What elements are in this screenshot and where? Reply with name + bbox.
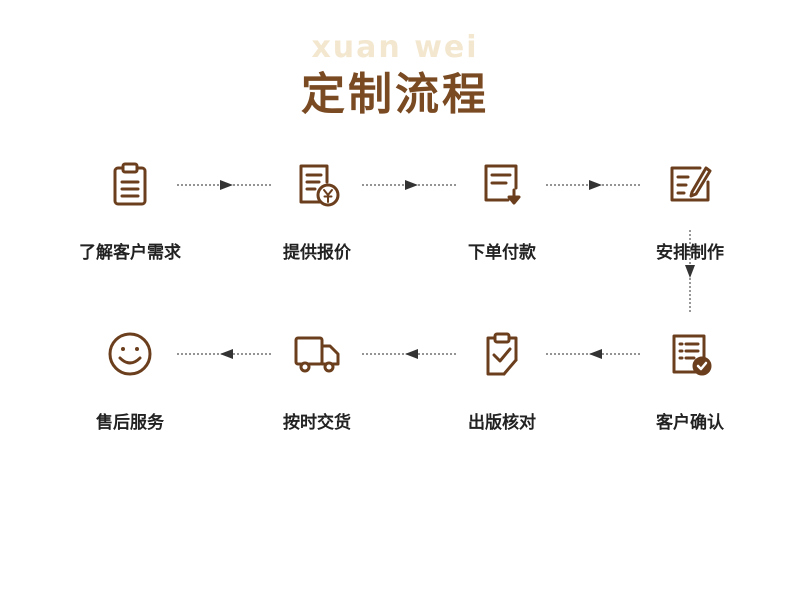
step-label: 按时交货	[283, 413, 351, 433]
step-label: 售后服务	[96, 413, 164, 433]
step-label: 提供报价	[283, 243, 351, 263]
flow-arrow-right	[362, 179, 457, 191]
flow-arrow-left	[177, 348, 272, 360]
flow-arrow-right	[546, 179, 641, 191]
checklist-approved-icon	[666, 330, 714, 378]
smiley-face-icon	[106, 330, 154, 378]
order-download-icon	[478, 160, 526, 208]
flow-arrow-down	[684, 230, 696, 312]
step-label: 出版核对	[468, 413, 536, 433]
watermark: xuan wei	[311, 30, 479, 65]
delivery-truck-icon	[293, 330, 341, 378]
step-label: 客户确认	[656, 413, 724, 433]
edit-document-icon	[666, 160, 714, 208]
step-label: 了解客户需求	[79, 243, 181, 263]
step-label: 安排制作	[656, 243, 724, 263]
flow-arrow-left	[546, 348, 641, 360]
flow-arrow-right	[177, 179, 272, 191]
clipboard-check-icon	[478, 330, 526, 378]
quote-yen-icon	[293, 160, 341, 208]
flow-arrow-left	[362, 348, 457, 360]
clipboard-icon	[106, 160, 154, 208]
page-title: 定制流程	[301, 69, 489, 120]
step-label: 下单付款	[468, 243, 536, 263]
